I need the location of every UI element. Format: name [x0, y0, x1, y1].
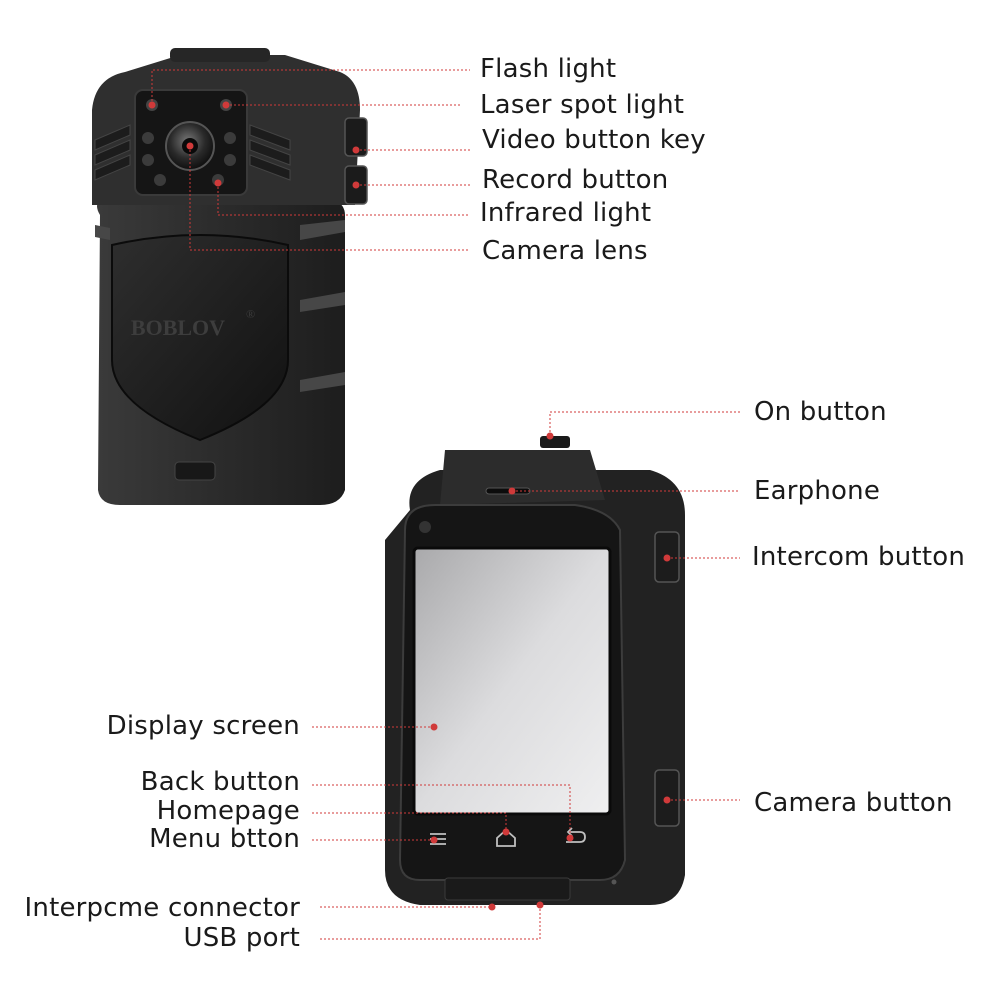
brand-logo: BOBLOV: [131, 315, 225, 340]
label-on-button: On button: [754, 397, 887, 427]
front-device: BOBLOV ®: [92, 48, 368, 505]
label-infrared-light: Infrared light: [480, 198, 652, 228]
svg-text:®: ®: [246, 307, 255, 321]
label-earphone: Earphone: [754, 476, 881, 506]
label-display-screen: Display screen: [106, 711, 300, 741]
video-button-key: [344, 117, 368, 157]
label-usb-port: USB port: [183, 923, 300, 953]
label-interface-connector: Interpcme connector: [24, 893, 300, 923]
label-intercom-button: Intercom button: [752, 542, 966, 572]
home-key-icon: [496, 828, 516, 847]
back-device: [385, 436, 685, 905]
label-back-button: Back button: [140, 767, 300, 797]
earphone-grille: [485, 487, 531, 495]
label-homepage: Homepage: [156, 796, 300, 826]
label-laser-spot-light: Laser spot light: [480, 90, 685, 120]
bottom-connector: [444, 877, 571, 901]
label-camera-lens: Camera lens: [482, 236, 648, 266]
label-camera-button: Camera button: [754, 788, 953, 818]
label-flash-light: Flash light: [480, 54, 617, 84]
label-menu-button: Menu btton: [149, 824, 300, 854]
label-video-button-key: Video button key: [482, 125, 706, 155]
leader-dots: [148, 101, 671, 911]
clip-slot: [174, 461, 216, 481]
shield-plate: [111, 234, 289, 442]
label-record-button: Record button: [482, 165, 669, 195]
display-screen: [412, 546, 612, 816]
leader-lines: [151, 69, 740, 940]
